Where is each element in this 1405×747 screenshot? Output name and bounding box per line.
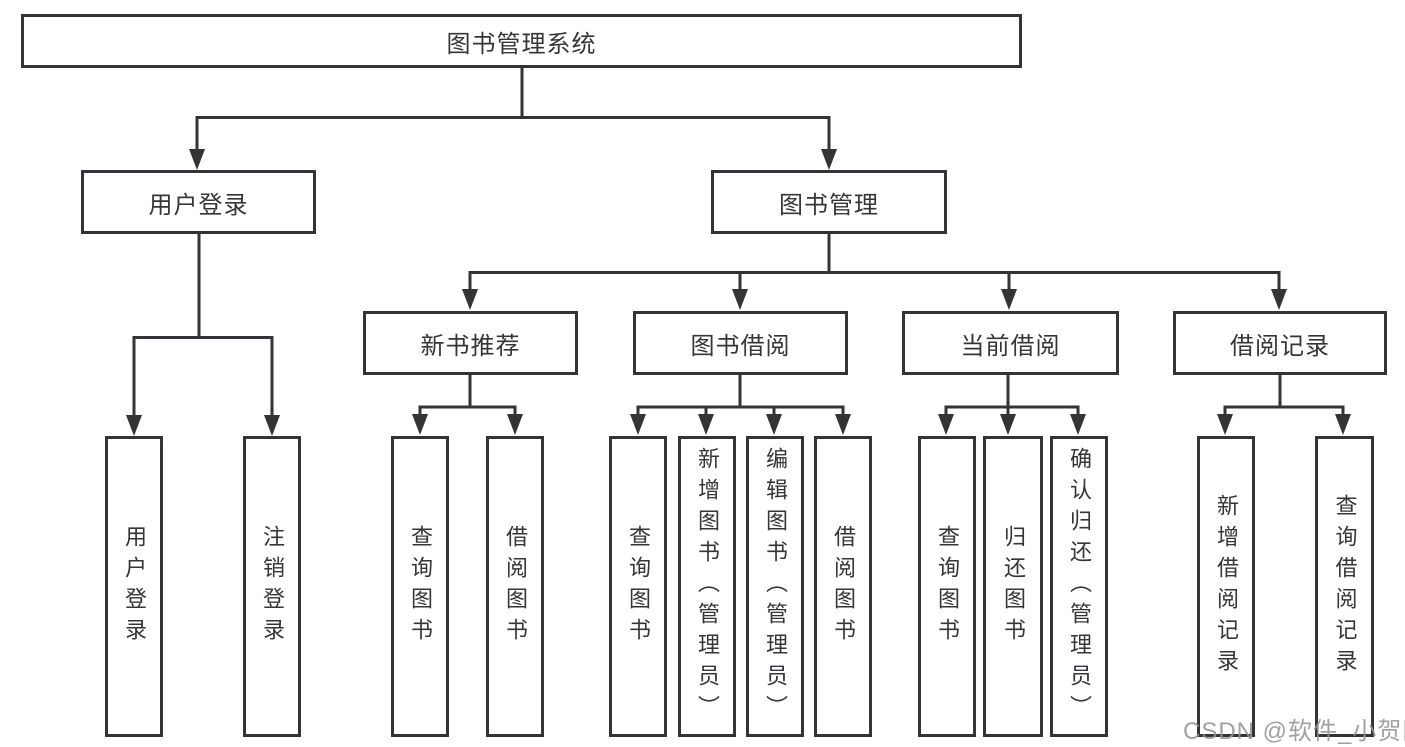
leaf-user-login: 用户登录: [105, 436, 163, 737]
leaf-label: 新增图书（管理员）: [695, 447, 720, 726]
leaf-add-borrow-record: 新增借阅记录: [1197, 436, 1255, 737]
node-book-management: 图书管理: [711, 170, 947, 234]
leaf-label: 查询借阅记录: [1332, 493, 1358, 680]
leaf-label: 注销登录: [260, 524, 285, 649]
watermark: CSDN @软件_小贺同学: [1183, 718, 1405, 745]
leaf-label: 借阅图书: [831, 524, 856, 649]
leaf-return-books: 归还图书: [983, 436, 1043, 737]
leaf-logout: 注销登录: [243, 436, 301, 737]
leaf-borrow-books: 借阅图书: [814, 436, 872, 737]
leaf-label: 编辑图书（管理员）: [763, 447, 788, 726]
leaf-add-books-admin: 新增图书（管理员）: [678, 436, 736, 737]
leaf-query-books-recommend: 查询图书: [391, 436, 449, 737]
leaf-edit-books-admin: 编辑图书（管理员）: [746, 436, 804, 737]
leaf-label: 查询图书: [935, 524, 960, 649]
leaf-label: 新增借阅记录: [1214, 493, 1239, 680]
node-root: 图书管理系统: [21, 14, 1022, 68]
leaf-label: 确认归还（管理员）: [1067, 447, 1092, 726]
leaf-confirm-return-admin: 确认归还（管理员）: [1050, 436, 1108, 737]
leaf-label: 借阅图书: [503, 524, 528, 649]
leaf-borrow-books-recommend: 借阅图书: [486, 436, 544, 737]
leaf-label: 用户登录: [122, 524, 147, 649]
leaf-label: 查询图书: [408, 524, 433, 649]
leaf-label: 查询图书: [626, 524, 651, 649]
node-borrowing-records: 借阅记录: [1173, 311, 1387, 375]
leaf-query-borrow-record: 查询借阅记录: [1315, 436, 1374, 737]
leaf-query-books-borrowing: 查询图书: [609, 436, 667, 737]
node-book-borrowing: 图书借阅: [633, 311, 848, 375]
leaf-query-books-current: 查询图书: [918, 436, 976, 737]
node-current-borrowing: 当前借阅: [902, 311, 1119, 375]
leaf-label: 归还图书: [1001, 524, 1026, 649]
node-user-login: 用户登录: [81, 170, 316, 234]
node-new-book-recommend: 新书推荐: [363, 311, 578, 375]
